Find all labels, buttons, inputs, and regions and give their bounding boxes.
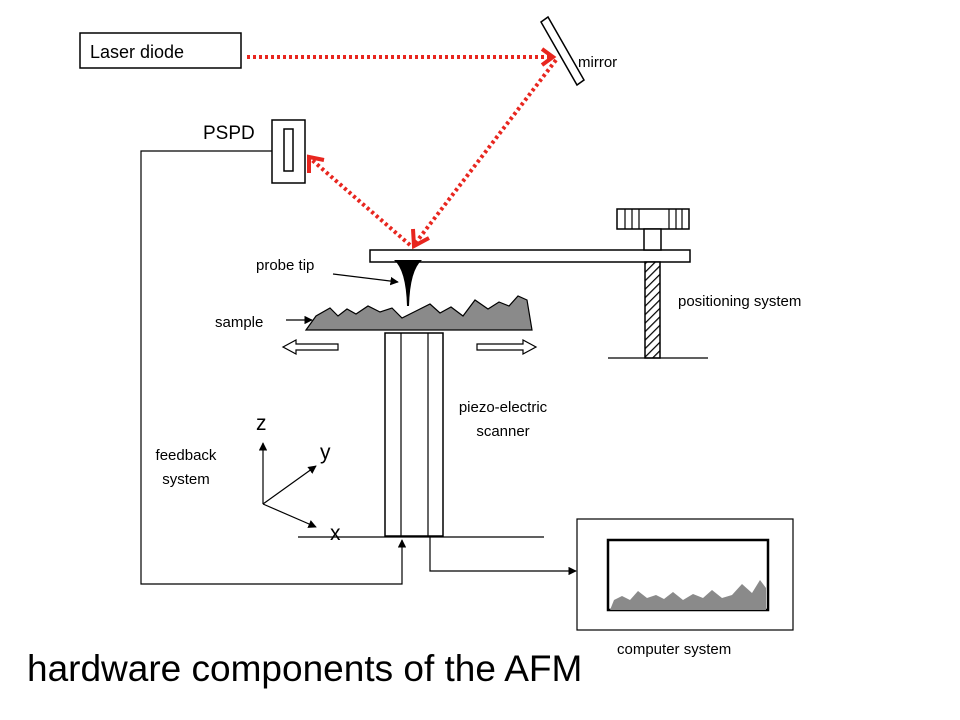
computer-screen-profile xyxy=(610,580,766,610)
scan-arrow-right xyxy=(476,338,538,356)
sample xyxy=(304,295,533,331)
axis-y-label: y xyxy=(320,441,331,464)
beam-arrowhead-pspd xyxy=(307,154,325,173)
feedback-label-line1: feedback xyxy=(156,447,217,464)
mirror-label: mirror xyxy=(578,54,617,71)
mirror xyxy=(540,15,585,87)
computer-signal-wire xyxy=(429,536,577,576)
positioning-system-label: positioning system xyxy=(678,293,801,310)
xyz-axes xyxy=(258,442,317,528)
cantilever xyxy=(369,249,691,263)
probe-tip-pointer xyxy=(332,273,399,286)
piezo-scanner xyxy=(384,332,444,537)
piezo-label-line2: scanner xyxy=(476,423,529,440)
sample-label: sample xyxy=(215,314,263,331)
laser-diode-box xyxy=(79,32,242,69)
computer-system-label: computer system xyxy=(617,641,731,658)
pspd-inner xyxy=(283,128,294,172)
axis-x-label: x xyxy=(330,522,341,545)
beam-arrowhead-mirror xyxy=(540,47,557,67)
piezo-label-line1: piezo-electric xyxy=(459,399,548,416)
scan-arrow-left xyxy=(281,338,339,356)
axis-z-label: z xyxy=(256,412,267,435)
feedback-label-line2: system xyxy=(162,471,210,488)
probe-tip-label: probe tip xyxy=(256,257,314,274)
beam-arrowhead-cantilever xyxy=(411,228,430,250)
positioning-system xyxy=(608,208,708,359)
feedback-wire xyxy=(140,150,407,585)
probe-tip xyxy=(394,260,422,306)
laser-diode-label: Laser diode xyxy=(90,42,184,62)
laser-beam xyxy=(247,55,558,247)
pspd-label: PSPD xyxy=(203,123,255,144)
page-title: hardware components of the AFM xyxy=(27,648,583,689)
